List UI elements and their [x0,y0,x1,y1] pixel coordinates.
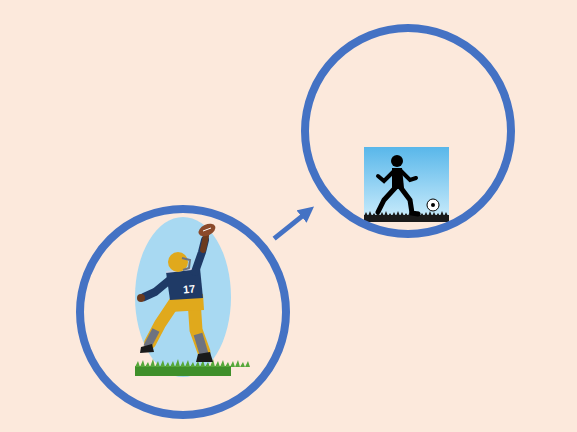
football-ball [197,221,218,239]
sky-oval [135,217,231,377]
circle-outline [301,24,515,238]
runner-arm [378,171,394,181]
soccer-ball-patch [431,203,435,207]
soccer-ball [427,199,439,211]
player-arm [203,236,206,250]
player-shoe [140,344,154,353]
helmet-facemask [182,258,190,270]
ball-lace [203,228,211,231]
circle-node [301,24,515,238]
runner-leg [401,188,418,214]
soccer-player-picture [364,147,449,222]
jersey-number: 17 [182,283,195,295]
grass-blades [135,359,250,367]
runner-leg [378,188,395,212]
runner-head [391,155,403,167]
circle-ring [80,209,286,415]
runner-arm [401,171,416,180]
player-sock [198,334,204,354]
grass [135,366,231,376]
circle-ring [305,28,511,234]
football-player-picture [135,217,250,377]
circle-outline [76,205,290,419]
arrow-connector [274,211,309,239]
sky-panel [364,147,449,222]
grass [364,215,449,222]
circle-node: 17 [76,205,290,419]
player-hand [137,294,145,302]
player-shoe [196,352,213,362]
